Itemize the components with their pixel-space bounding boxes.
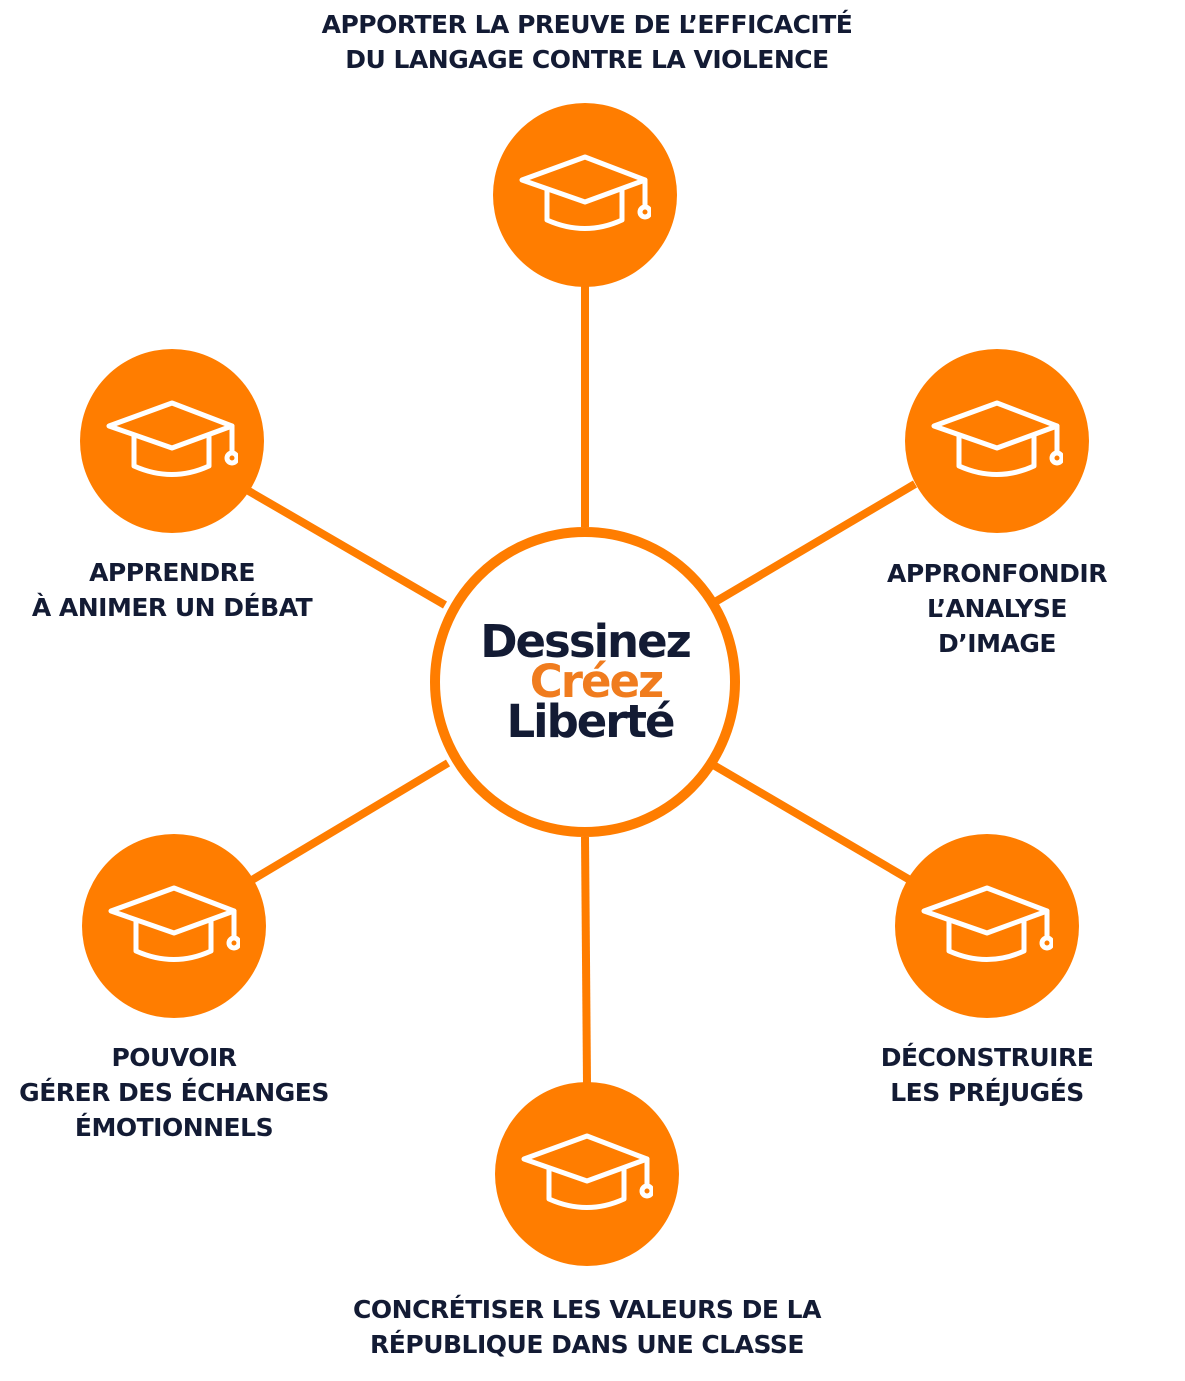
connector-upper-right [712,480,918,606]
label-upper-left: APPRENDRE À ANIMER UN DÉBAT [31,558,313,622]
logo-word-dessinez: Dessinez [480,615,692,668]
label-top: APPORTER LA PREUVE DE L’EFFICACITÉ DU LA… [321,10,853,74]
node-upper-right [905,349,1089,533]
connector-bottom [581,836,591,1084]
graduation-cap-icon [108,885,240,962]
connector-upper-left [244,486,448,609]
graduation-cap-icon [521,1133,653,1210]
logo-word-liberte: Liberté [506,695,675,748]
connector-lower-left [249,759,451,884]
graduation-cap-icon [519,154,651,231]
connector-lower-right [707,759,913,884]
node-top [493,103,677,287]
node-lower-left [82,834,266,1018]
node-bottom [495,1082,679,1266]
node-upper-left [80,349,264,533]
label-lower-left: POUVOIR GÉRER DES ÉCHANGES ÉMOTIONNELS [19,1043,329,1142]
label-upper-right: APPRONFONDIR L’ANALYSE D’IMAGE [887,559,1107,658]
label-bottom: CONCRÉTISER LES VALEURS DE LA RÉPUBLIQUE… [353,1295,821,1359]
node-lower-right [895,834,1079,1018]
graduation-cap-icon [931,400,1063,477]
graduation-cap-icon [921,885,1053,962]
logo-word-creez: Créez [529,655,664,708]
central-logo-circle: Dessinez Créez Liberté [430,527,740,837]
label-lower-right: DÉCONSTRUIRE LES PRÉJUGÉS [880,1043,1094,1107]
graduation-cap-icon [106,400,238,477]
